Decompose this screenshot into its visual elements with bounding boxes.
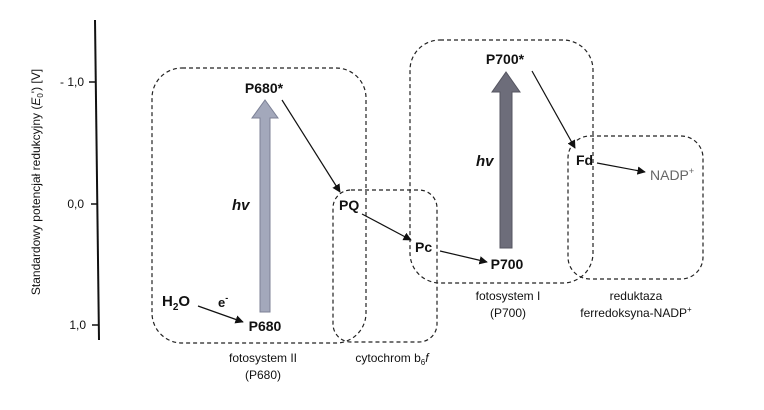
water-label: H2O bbox=[162, 293, 190, 313]
axis-tick-label-1: 1,0 bbox=[69, 318, 86, 332]
photosystem-ii-caption-sub: (P680) bbox=[245, 368, 281, 382]
plastoquinone-label: PQ bbox=[339, 197, 359, 213]
photosystem-i-box bbox=[409, 39, 594, 284]
ps2-light-arrow bbox=[251, 99, 279, 313]
arrow-pc-to-p700 bbox=[439, 250, 488, 265]
p700-star-label: P700* bbox=[486, 51, 525, 67]
hv-label-ps2: hv bbox=[232, 197, 251, 214]
axis-label: Standardowy potencjał redukcyjny (E0') [… bbox=[29, 69, 45, 295]
photosystem-i-caption-sub: (P700) bbox=[490, 306, 526, 320]
photosystem-i-caption: fotosystem I bbox=[476, 289, 541, 303]
arrow-p700star-to-fd bbox=[531, 70, 576, 149]
cytochrome-b6f-caption: cytochrom b6f bbox=[355, 351, 430, 367]
cytochrome-b6f-box bbox=[332, 189, 438, 343]
plastocyanin-label: Pc bbox=[415, 239, 432, 255]
arrow-p680star-to-pq bbox=[281, 99, 341, 193]
ferredoxin-label: Fd bbox=[576, 152, 593, 168]
fnr-box bbox=[567, 135, 704, 280]
arrow-h2o-to-p680 bbox=[197, 305, 244, 324]
axis-tick-label-neg1: - 1,0 bbox=[60, 75, 84, 89]
photosystem-ii-caption: fotosystem II bbox=[229, 351, 297, 365]
potential-axis bbox=[94, 19, 100, 341]
fnr-caption-sub: ferredoksyna-NADP+ bbox=[580, 305, 692, 320]
arrow-pq-to-pc bbox=[361, 213, 412, 241]
p700-label: P700 bbox=[491, 256, 524, 272]
nadp-label: NADP+ bbox=[650, 166, 694, 183]
fnr-caption: reduktaza bbox=[610, 289, 663, 303]
p680-star-label: P680* bbox=[245, 80, 284, 96]
p680-label: P680 bbox=[249, 318, 282, 334]
ps1-light-arrow bbox=[491, 71, 521, 249]
photosystem-ii-box bbox=[151, 67, 367, 344]
electron-label: e- bbox=[218, 293, 228, 310]
axis-tick-label-0: 0,0 bbox=[67, 197, 84, 211]
hv-label-ps1: hv bbox=[476, 153, 495, 170]
arrow-fd-to-nadp bbox=[596, 162, 646, 175]
